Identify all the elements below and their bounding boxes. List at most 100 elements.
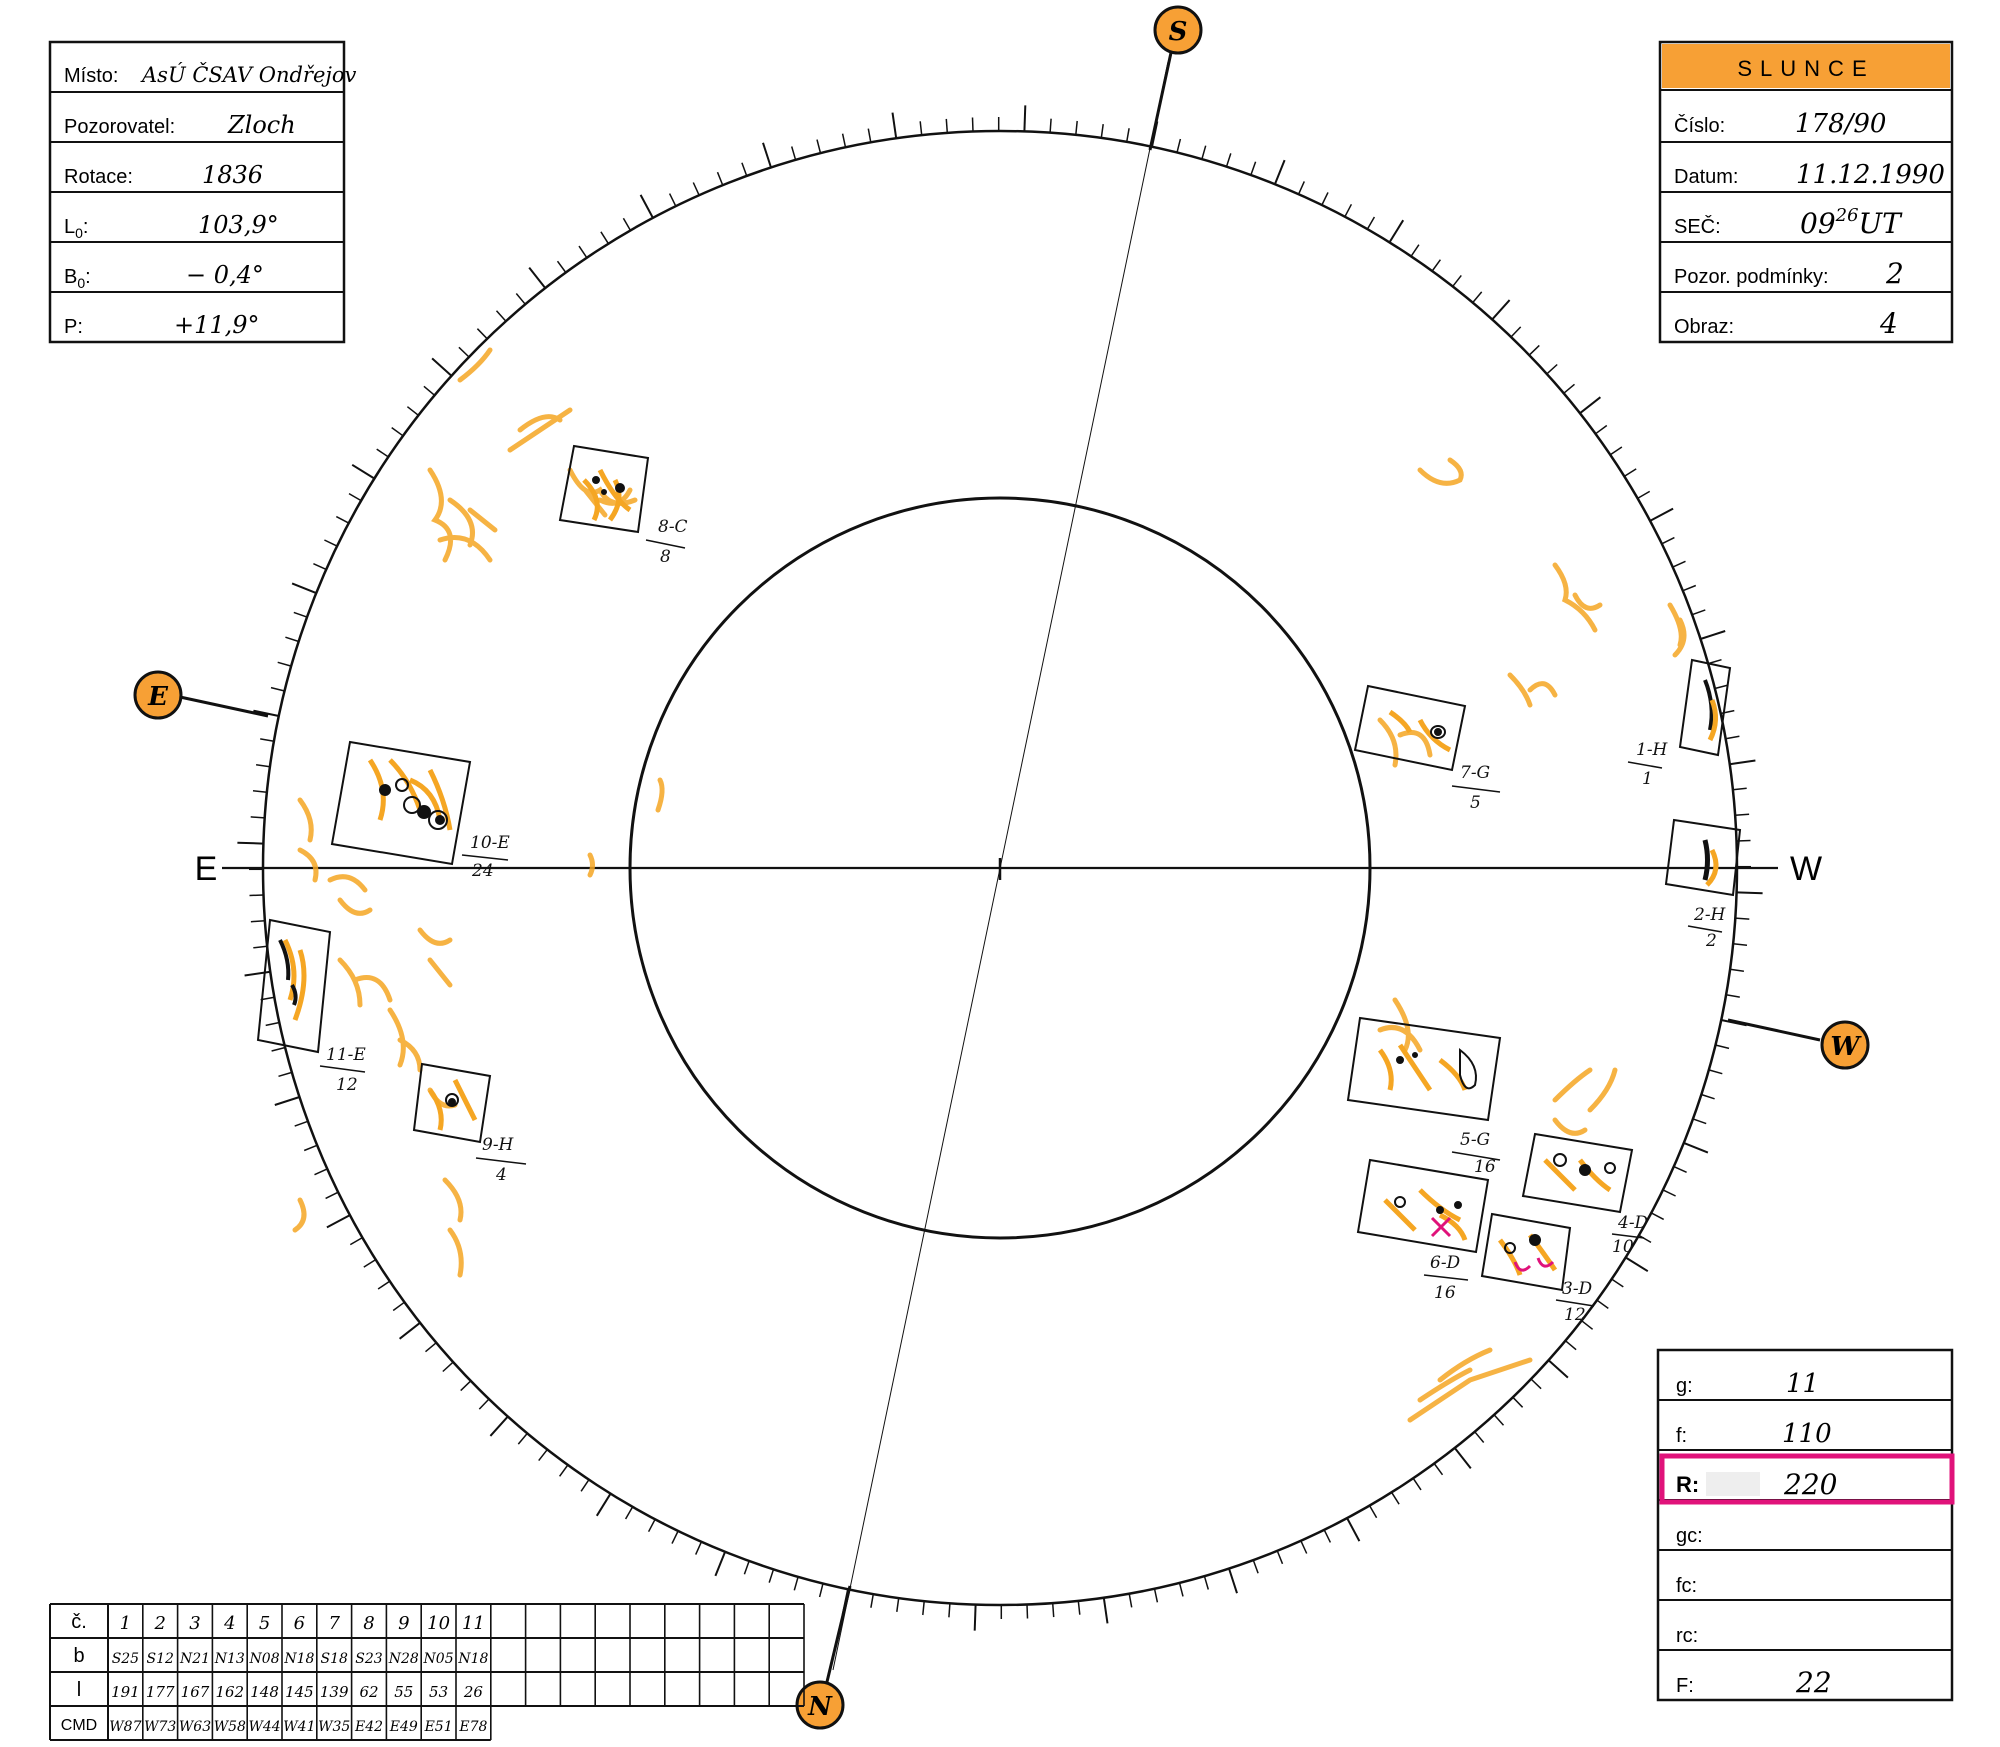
limb-tick bbox=[1273, 159, 1286, 185]
rc-label: rc: bbox=[1676, 1625, 1698, 1647]
F-value: 22 bbox=[1795, 1666, 1832, 1699]
limb-tick bbox=[714, 1551, 727, 1577]
cislo-value: 178/90 bbox=[1795, 109, 1886, 139]
limb-tick bbox=[1720, 709, 1735, 715]
svg-text:N: N bbox=[807, 1692, 833, 1722]
pozorovatel-value: Zloch bbox=[227, 111, 296, 139]
table-cell-number: 10 bbox=[427, 1613, 450, 1634]
group-count-4d: 10 bbox=[1612, 1237, 1634, 1257]
limb-tick bbox=[237, 841, 264, 845]
svg-text:S: S bbox=[1169, 17, 1188, 47]
header-box: SLUNCE Číslo: 178/90 Datum: 11.12.1990 S… bbox=[1658, 40, 1954, 344]
pozorovatel-label: Pozorovatel: bbox=[64, 116, 175, 138]
table-cell-longitude: 191 bbox=[111, 1683, 140, 1701]
table-cell-number: 8 bbox=[363, 1613, 374, 1634]
table-cell-latitude: S12 bbox=[146, 1651, 173, 1667]
group-box-8c bbox=[558, 444, 650, 534]
limb-tick bbox=[476, 328, 488, 340]
sunspot-group-labels: 8-C 8 7-G 5 1-H 1 10-E 24 2-H 2 11-E 12 … bbox=[319, 517, 1727, 1325]
group-label-8c: 8-C bbox=[658, 517, 688, 537]
limb-tick bbox=[639, 194, 654, 219]
limb-tick bbox=[1700, 630, 1726, 640]
group-label-5g: 5-G bbox=[1460, 1130, 1490, 1150]
limb-tick bbox=[277, 661, 292, 667]
limb-tick bbox=[249, 894, 264, 897]
limb-tick bbox=[271, 1046, 286, 1052]
table-cell-cmd: E42 bbox=[354, 1719, 383, 1735]
r-value-highlight bbox=[1659, 1453, 1955, 1505]
limb-tick bbox=[741, 162, 748, 177]
limb-tick bbox=[324, 539, 338, 547]
limb-tick bbox=[244, 970, 271, 977]
limb-tick bbox=[1454, 1447, 1472, 1470]
limb-tick bbox=[1729, 759, 1756, 766]
limb-tick bbox=[922, 1601, 925, 1616]
limb-tick bbox=[291, 582, 317, 595]
group-label-9h: 9-H bbox=[482, 1135, 515, 1155]
limb-tick bbox=[274, 1096, 300, 1106]
limb-tick bbox=[1528, 344, 1540, 356]
group-label-3d: 3-D bbox=[1562, 1279, 1593, 1299]
limb-tick bbox=[1623, 468, 1637, 478]
obraz-label: Obraz: bbox=[1674, 316, 1734, 338]
limb-tick bbox=[1203, 1575, 1210, 1590]
rotation-axis-line bbox=[832, 61, 1169, 1671]
limb-tick bbox=[1049, 118, 1052, 133]
limb-tick bbox=[1323, 1529, 1332, 1543]
p-value: +11,9° bbox=[174, 311, 260, 339]
group-label-11e: 11-E bbox=[326, 1045, 366, 1065]
limb-tick bbox=[1100, 123, 1104, 139]
observation-box: Místo: AsÚ ČSAV Ondřejov Pozorovatel: Zl… bbox=[48, 40, 357, 344]
limb-tick bbox=[1510, 326, 1522, 338]
limb-tick bbox=[1176, 138, 1182, 153]
limb-tick bbox=[495, 310, 507, 322]
limb-tick bbox=[1609, 446, 1623, 456]
gc-label: gc: bbox=[1676, 1525, 1703, 1547]
limb-tick bbox=[1530, 1378, 1542, 1390]
limb-tick bbox=[1390, 1491, 1400, 1505]
limb-tick bbox=[1368, 1505, 1378, 1519]
limb-tick bbox=[716, 171, 724, 186]
limb-tick bbox=[303, 1144, 318, 1152]
limb-tick bbox=[558, 1464, 569, 1477]
group-count-8c: 8 bbox=[660, 547, 671, 567]
limb-tick bbox=[1733, 943, 1748, 946]
sheet-title: SLUNCE bbox=[1737, 56, 1874, 81]
limb-tick bbox=[1472, 291, 1483, 304]
limb-tick bbox=[1297, 181, 1305, 195]
l0-value: 103,9° bbox=[198, 211, 279, 239]
limb-tick bbox=[1491, 299, 1511, 321]
group-count-5g: 16 bbox=[1474, 1157, 1496, 1177]
limb-tick bbox=[406, 406, 419, 416]
limb-tick bbox=[1581, 1320, 1594, 1330]
limb-tick bbox=[1178, 1582, 1184, 1597]
limb-tick bbox=[1715, 1044, 1730, 1050]
limb-tick bbox=[253, 945, 268, 949]
limb-tick bbox=[1077, 1600, 1081, 1615]
table-cell-latitude: S25 bbox=[112, 1651, 139, 1667]
limb-tick bbox=[250, 919, 265, 923]
limb-tick bbox=[1692, 1118, 1707, 1125]
solar-disk: E W bbox=[179, 47, 1822, 1687]
table-cell-cmd: W44 bbox=[248, 1719, 280, 1735]
limb-tick bbox=[314, 1168, 328, 1176]
f-value: 110 bbox=[1782, 1419, 1832, 1449]
limb-tick bbox=[442, 1361, 454, 1373]
misto-label: Místo: bbox=[64, 65, 118, 87]
table-cell-latitude: N05 bbox=[423, 1651, 454, 1667]
limb-tick bbox=[1596, 1299, 1609, 1310]
limb-tick bbox=[692, 182, 700, 196]
g-label: g: bbox=[1676, 1375, 1693, 1397]
sunspot-group-boxes bbox=[256, 444, 1742, 1292]
limb-tick bbox=[867, 128, 872, 143]
limb-tick bbox=[1637, 490, 1651, 500]
svg-text:W: W bbox=[1830, 1032, 1862, 1062]
compass-west-badge: W bbox=[1820, 1020, 1870, 1070]
table-cell-longitude: 53 bbox=[429, 1683, 448, 1701]
fc-label: fc: bbox=[1676, 1575, 1697, 1597]
limb-tick bbox=[1102, 1597, 1109, 1624]
table-cell-number: 6 bbox=[294, 1613, 305, 1634]
limb-tick bbox=[1649, 507, 1674, 522]
table-row-label: č. bbox=[71, 1611, 87, 1633]
limb-tick bbox=[528, 266, 546, 289]
